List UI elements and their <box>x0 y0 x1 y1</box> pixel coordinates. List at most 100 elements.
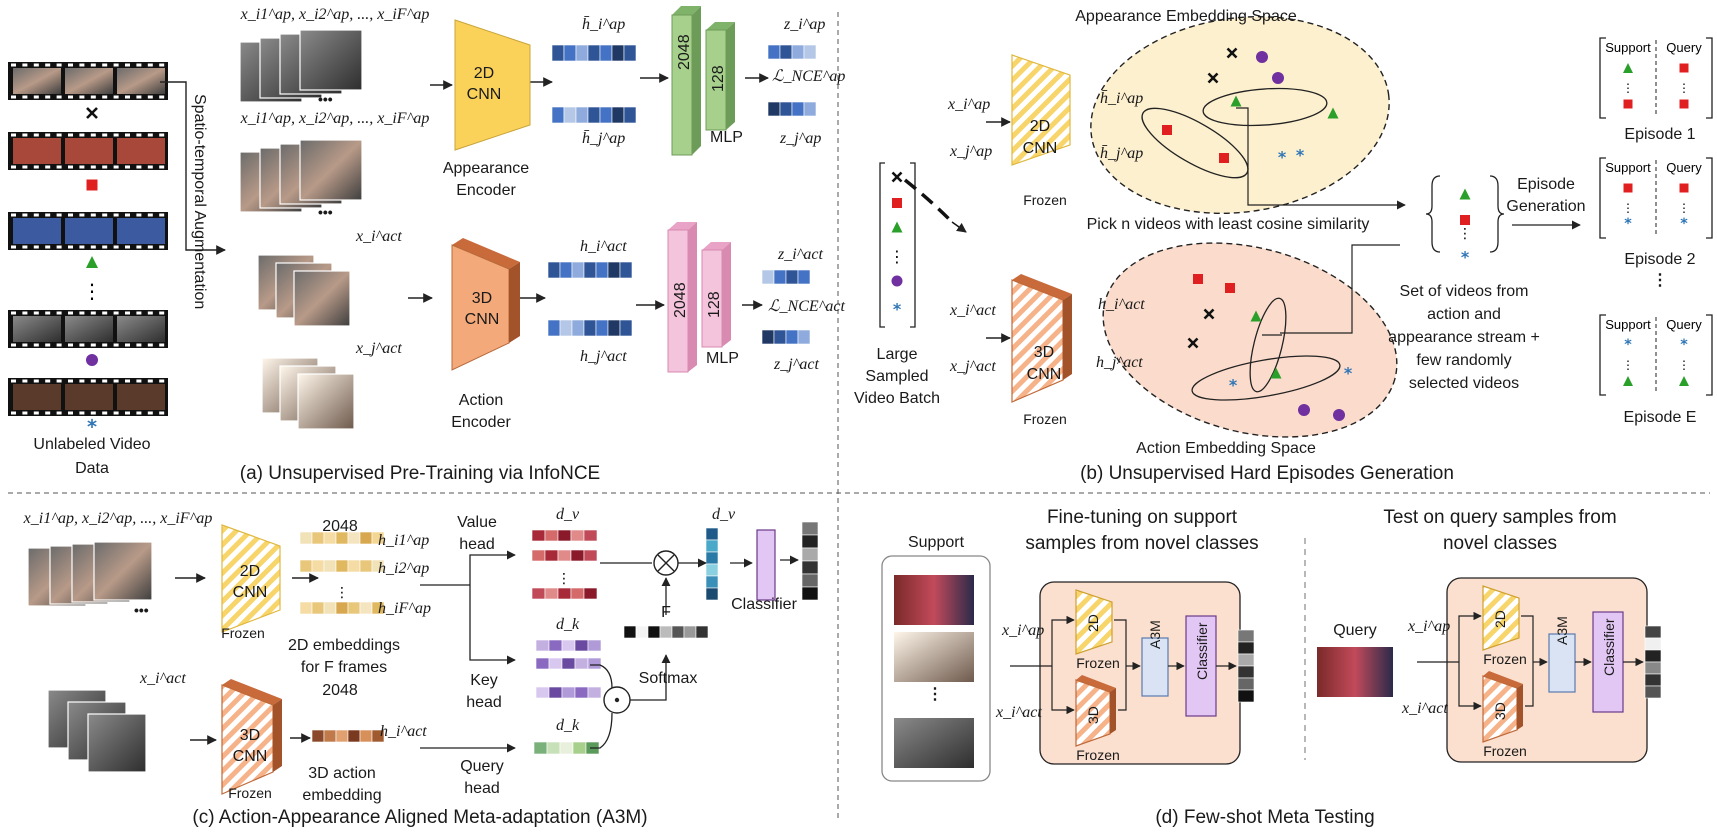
vector-cell <box>559 741 574 755</box>
h-iF-ap: h_iF^ap <box>378 600 431 617</box>
a3m-d1: A3M <box>1147 620 1163 649</box>
frozen-2d-cnn <box>1011 54 1071 166</box>
film-hole <box>68 343 73 347</box>
film-hole <box>79 379 85 383</box>
video-frame <box>293 270 351 327</box>
x-i-act-c: x_i^act <box>140 670 186 687</box>
d-v-1: d_v <box>556 506 580 523</box>
vector-cell <box>531 549 546 562</box>
x-i-ap-b: x_i^ap <box>948 96 991 113</box>
film-hole <box>102 411 108 415</box>
vector-cell <box>803 44 817 60</box>
green-triangle-marker <box>1679 376 1689 386</box>
film-hole <box>102 311 108 315</box>
blue-star-marker: * <box>1461 248 1470 267</box>
film-hole <box>45 165 51 169</box>
film-hole <box>56 343 62 347</box>
green-triangle-marker <box>1623 63 1633 73</box>
softmax-cell <box>635 625 649 639</box>
film-hole <box>159 411 165 415</box>
cnn2d-b-l2: CNN <box>1022 140 1058 157</box>
film-hole <box>102 343 108 347</box>
vector-cell <box>791 101 805 117</box>
vector-cell <box>547 261 561 279</box>
green-triangle-marker <box>1270 367 1282 379</box>
vector-cell <box>761 269 775 285</box>
film-frame <box>13 316 61 342</box>
film-hole <box>136 343 142 347</box>
film-hole <box>125 343 130 347</box>
red-square-marker <box>1679 63 1689 73</box>
video-frame <box>297 373 355 430</box>
classifier-c-label: Classifier <box>731 596 797 613</box>
embed-2d-l1: 2D embeddings <box>287 637 401 654</box>
vector-cell <box>371 729 385 743</box>
softmax-cell <box>671 625 685 639</box>
vector-cell <box>347 559 361 573</box>
panel-d <box>881 538 1662 782</box>
vector-cell <box>767 44 781 60</box>
film-hole <box>79 411 85 415</box>
episode-vdots: ⋮ <box>1652 272 1668 289</box>
frozen-c2: Frozen <box>228 785 272 801</box>
mlp-appearance <box>671 6 735 156</box>
film-hole <box>45 213 51 217</box>
film-hole <box>102 245 108 249</box>
vector-cell <box>359 531 373 545</box>
vector-cell <box>575 106 589 124</box>
film-hole <box>136 245 142 249</box>
embed-3d-l2: embedding <box>302 787 382 804</box>
vector-cell <box>785 269 799 285</box>
vector-cell <box>791 44 805 60</box>
cnn2d-c-l2: CNN <box>232 584 268 601</box>
red-square-marker <box>1460 215 1470 225</box>
dots-1: ••• <box>318 91 333 107</box>
film-hole <box>56 411 62 415</box>
merge-line <box>1521 615 1534 707</box>
panel-c: ⋮⋮ <box>27 521 819 795</box>
act-encoder-l2: Encoder <box>451 414 511 431</box>
film-hole <box>22 165 28 169</box>
x-marker <box>86 107 98 119</box>
dv-cell <box>705 551 719 565</box>
query-head-l2: head <box>464 780 500 797</box>
pick-label: Pick n videos with least cosine similari… <box>1086 216 1370 233</box>
film-hole <box>125 311 130 315</box>
h-i-act-c: h_i^act <box>380 723 427 740</box>
film-hole <box>90 213 96 217</box>
film-hole <box>159 213 165 217</box>
film-hole <box>113 95 119 99</box>
film-frame <box>13 218 61 244</box>
blue-star-marker: * <box>1296 146 1305 165</box>
vector-cell <box>574 686 589 699</box>
film-hole <box>159 343 165 347</box>
episode-bracket <box>1599 314 1606 396</box>
film-hole <box>102 165 108 169</box>
appearance-encoder-2d-cnn <box>454 19 531 151</box>
blue-star-marker: * <box>1680 216 1688 232</box>
film-hole <box>113 343 119 347</box>
cnn2d-l1: 2D <box>473 65 495 82</box>
vector-cell <box>335 559 349 573</box>
hbar-i-ap-b: h̄_i^ap <box>1100 90 1144 107</box>
dots-c: ••• <box>134 602 149 618</box>
output-cell <box>1237 629 1255 643</box>
vector-cell <box>299 559 313 573</box>
film-hole <box>79 311 85 315</box>
embed-2d-l2: for F frames <box>300 659 388 676</box>
vector-cell <box>587 44 601 62</box>
vector-cell <box>311 729 325 743</box>
x-j-act-a: x_j^act <box>356 340 402 357</box>
film-hole <box>102 213 108 217</box>
purple-circle-marker <box>1298 404 1310 416</box>
film-hole <box>159 379 165 383</box>
vector-cell <box>557 529 572 542</box>
film-hole <box>56 165 62 169</box>
vector-cell <box>535 686 550 699</box>
film-hole <box>79 133 85 137</box>
purple-circle-marker <box>86 354 98 366</box>
vector-cell <box>359 601 373 615</box>
dim-128-a1: 128 <box>710 65 727 92</box>
film-hole <box>90 245 96 249</box>
